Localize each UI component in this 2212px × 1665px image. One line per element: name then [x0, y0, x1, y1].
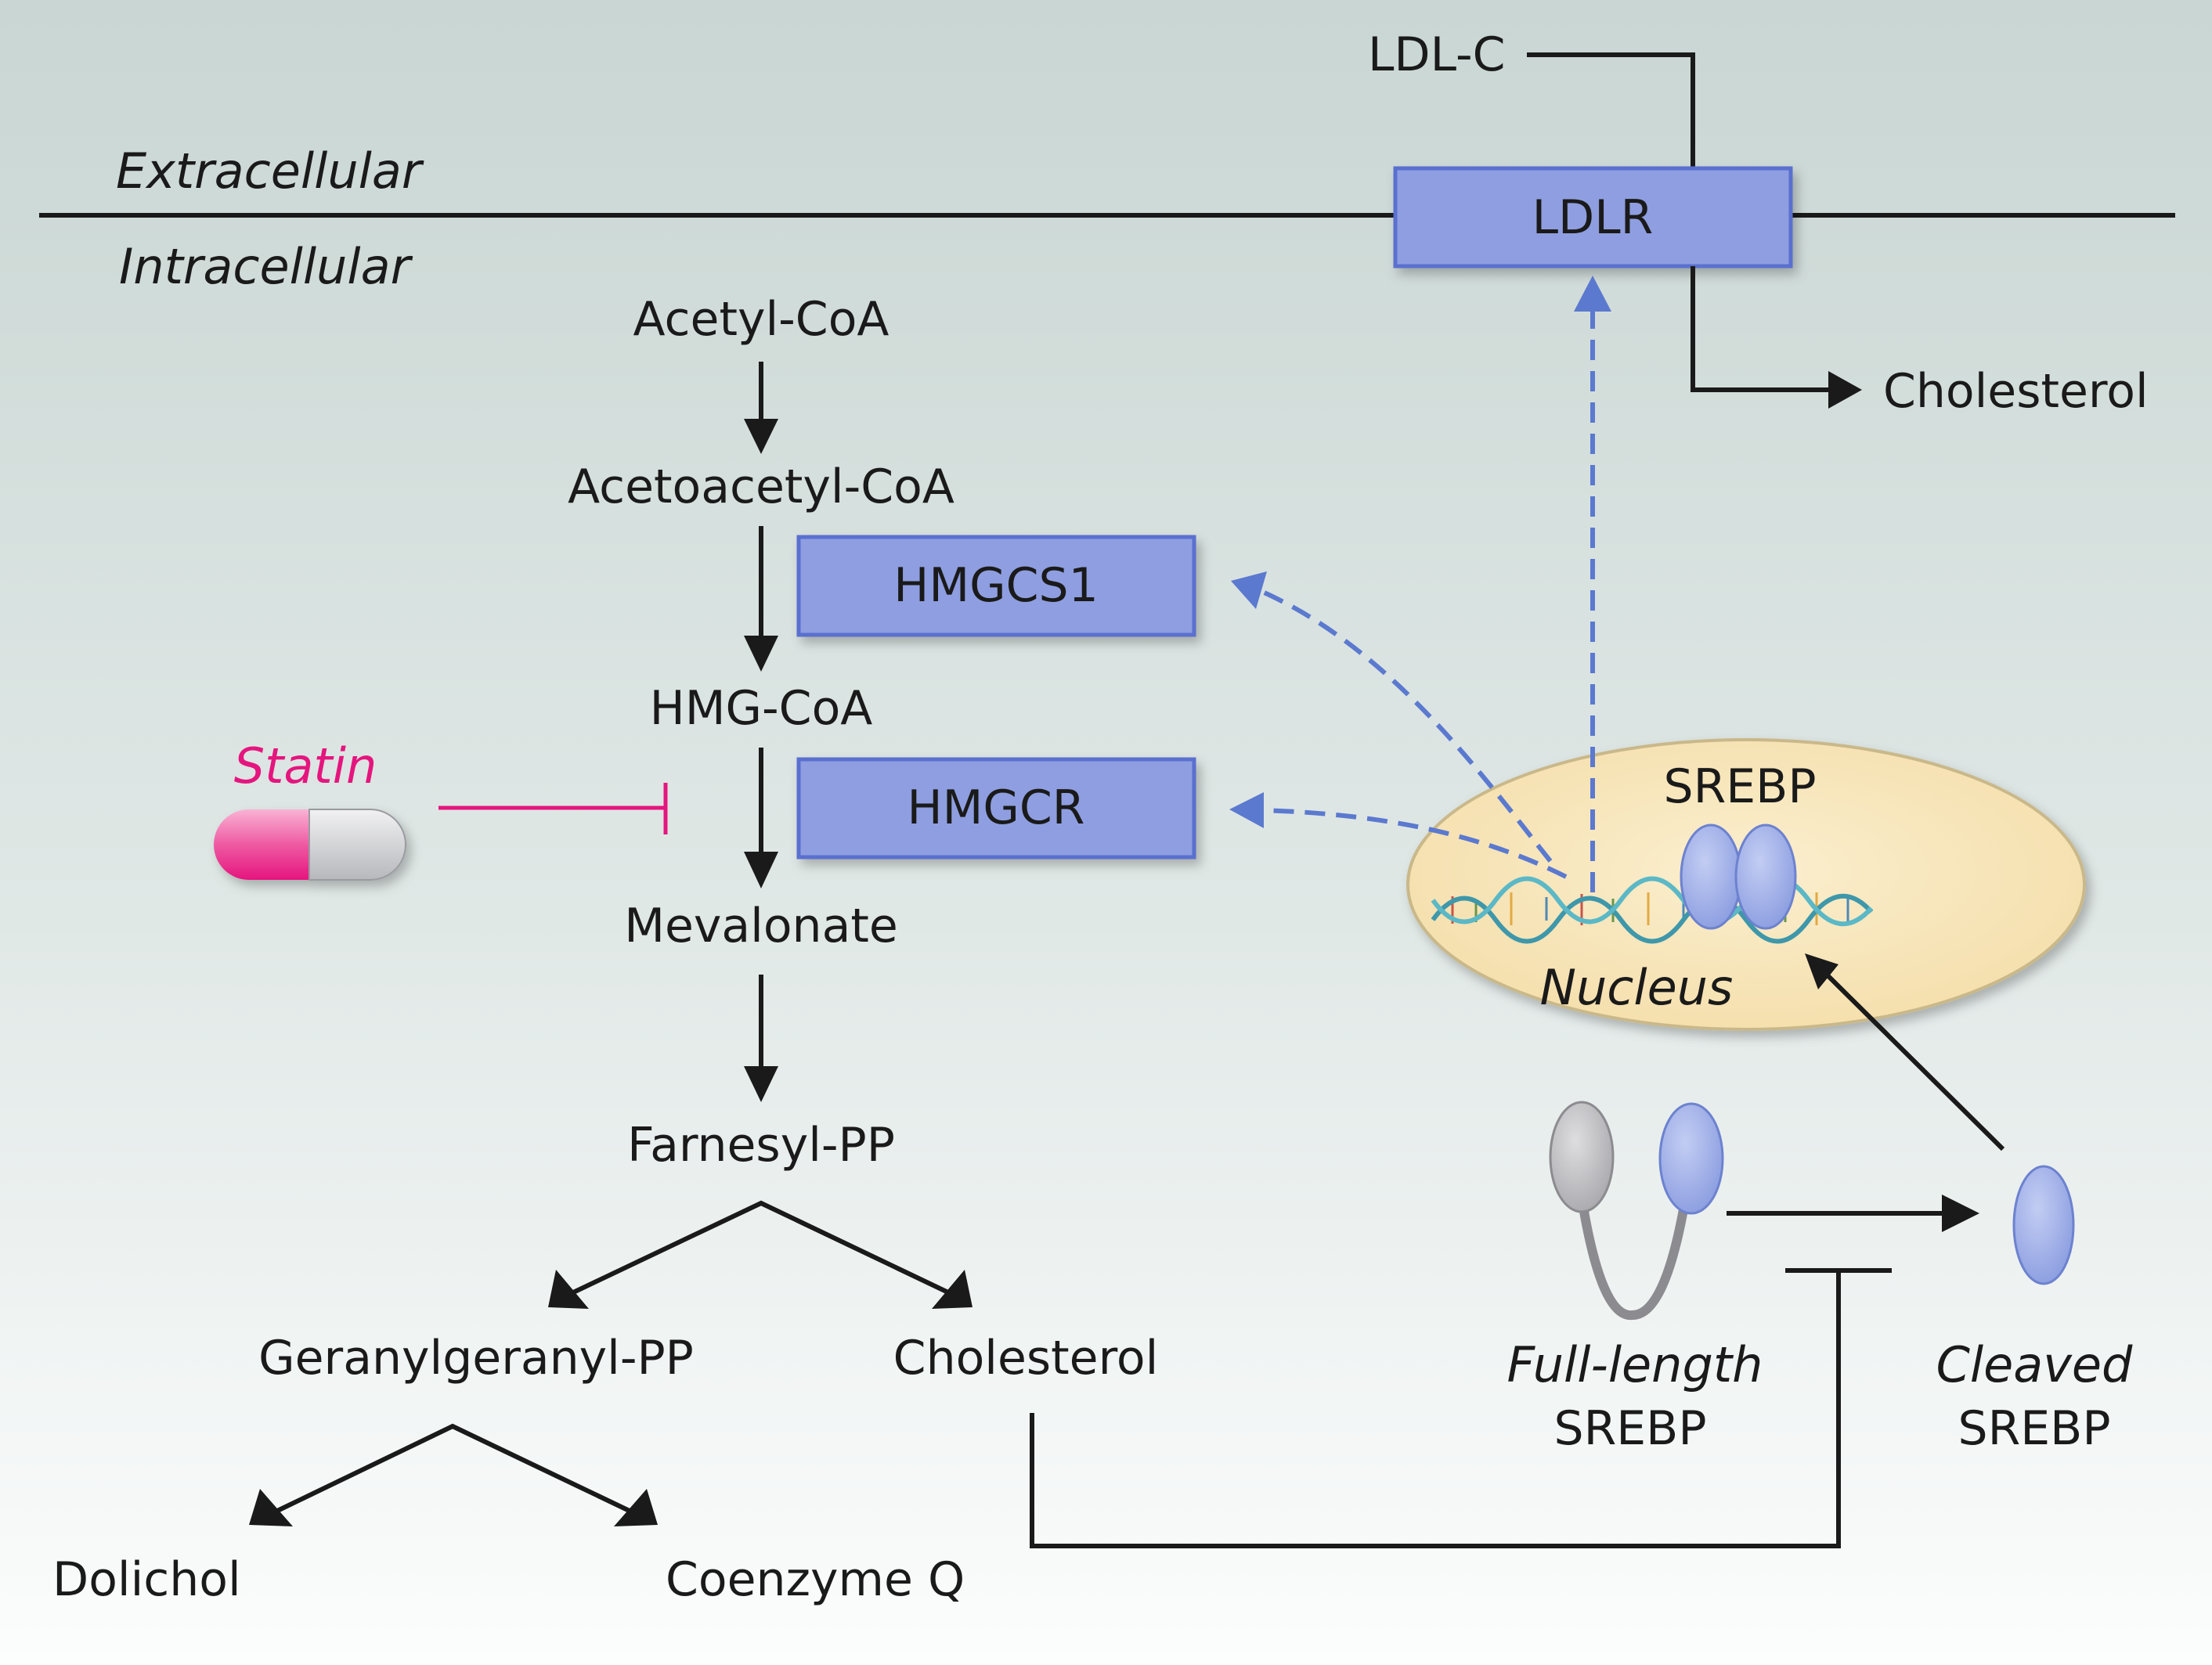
cleavage-arrowheads: [1805, 953, 1979, 1232]
cholesterol-feedback-inhibition: [1030, 1268, 1892, 1548]
full-length-srebp-icon: [1549, 1101, 1724, 1321]
cleaved-label-1: Cleaved: [1936, 1336, 2133, 1393]
ldlr-cholesterol-label: Cholesterol: [1883, 364, 2149, 419]
full-length-label-2: SREBP: [1553, 1401, 1706, 1456]
srebp-target-arrows: [1259, 305, 1595, 892]
srebp-dimer-icon: [1680, 823, 1797, 930]
dolichol-label: Dolichol: [52, 1552, 241, 1607]
ldl-c-connector: [1527, 52, 1695, 168]
coenzyme-q-label: Coenzyme Q: [666, 1552, 965, 1607]
cleavage-arrows: [1727, 972, 2005, 1216]
full-length-label-1: Full-length: [1507, 1336, 1763, 1393]
hmg-coa-label: HMG-CoA: [650, 681, 873, 736]
farnesyl-pp-label: Farnesyl-PP: [627, 1118, 895, 1173]
mevalonate-label: Mevalonate: [624, 899, 898, 953]
ldlr-box: [1393, 166, 1793, 268]
geranylgeranyl-pp-label: Geranylgeranyl-PP: [258, 1331, 694, 1386]
pathway-arrowheads: [249, 419, 972, 1526]
ldlr-to-cholesterol-arrow: [1691, 266, 1855, 394]
hmgcr-label: HMGCR: [908, 780, 1085, 835]
acetoacetyl-coa-label: Acetoacetyl-CoA: [568, 459, 954, 514]
cleaved-srebp-icon: [2012, 1165, 2075, 1285]
ldlr-arrowhead: [1828, 371, 1862, 409]
acetyl-coa-label: Acetyl-CoA: [633, 292, 889, 347]
dna-icon: [1431, 876, 1874, 944]
statin-inhibition: [438, 783, 668, 834]
statin-label: Statin: [234, 737, 377, 795]
pathway-arrows: [272, 362, 953, 1515]
intracellular-label: Intracellular: [119, 238, 413, 295]
srebp-target-arrowheads: [1229, 276, 1611, 828]
hmgcs1-box: [796, 535, 1196, 637]
ldlr-label: LDLR: [1532, 190, 1654, 245]
ldl-c-label: LDL-C: [1368, 27, 1506, 82]
hmgcs1-label: HMGCS1: [893, 558, 1099, 613]
pill-icon: [214, 809, 406, 881]
cholesterol-label: Cholesterol: [893, 1331, 1159, 1386]
nucleus-srebp-label: SREBP: [1663, 759, 1816, 814]
hmgcr-box: [796, 757, 1196, 860]
nucleus-label: Nucleus: [1540, 959, 1734, 1016]
extracellular-label: Extracellular: [116, 142, 424, 200]
cleaved-label-2: SREBP: [1958, 1401, 2110, 1456]
